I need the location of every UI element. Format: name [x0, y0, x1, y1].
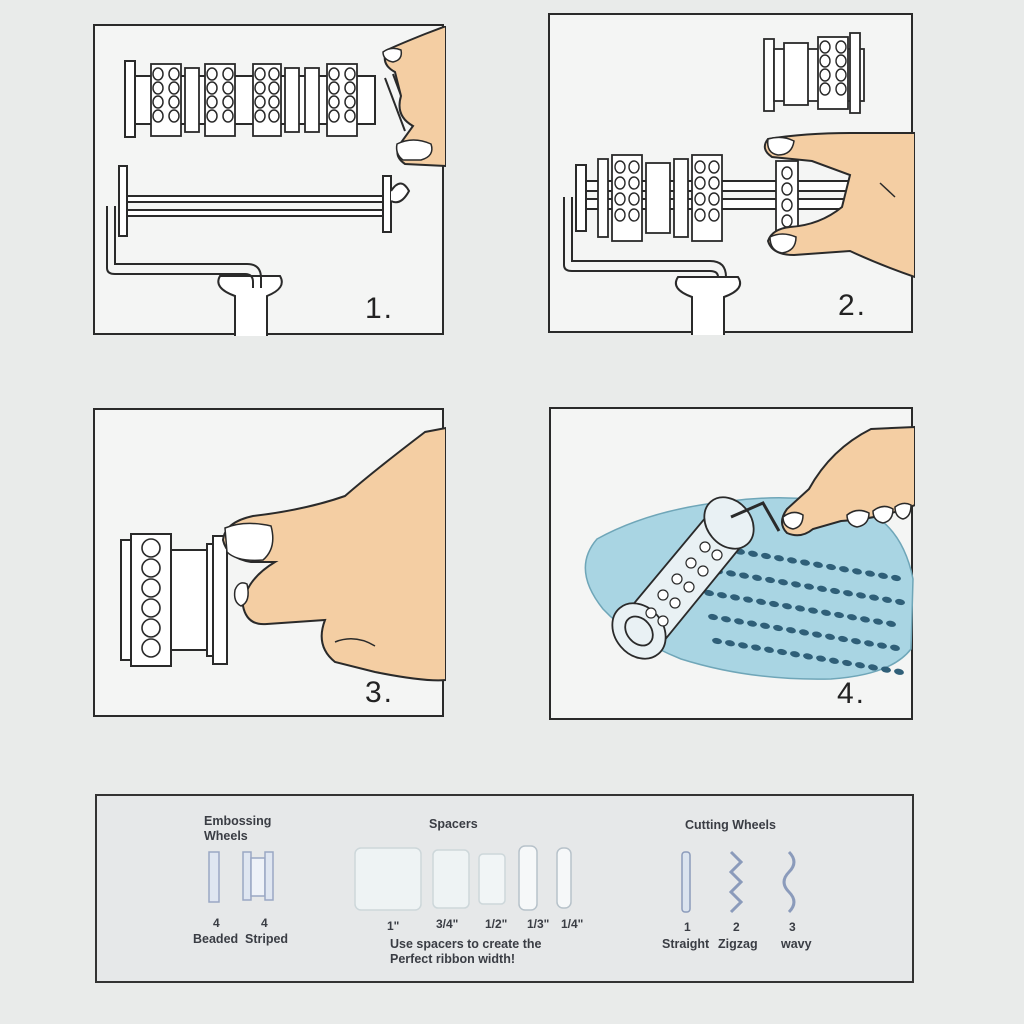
step-1-panel: 1. — [93, 24, 446, 336]
parts-illustrations — [208, 845, 796, 914]
striped-label: Striped — [245, 932, 289, 946]
step-3-illustration — [120, 426, 446, 682]
spacer-size-4: 1/3" — [527, 917, 550, 931]
spacer-1-2-inch-icon — [478, 853, 506, 905]
beaded-label: Beaded — [193, 932, 239, 946]
spacer-size-3: 1/2" — [485, 917, 508, 931]
spacer-1-inch-icon — [354, 847, 422, 911]
step-number: 3. — [365, 676, 395, 709]
wavy-count: 3 — [789, 920, 796, 934]
straight-label: Straight — [662, 937, 710, 951]
zigzag-cutter-icon — [728, 850, 744, 914]
zigzag-label: Zigzag — [718, 937, 758, 951]
step-2-panel: 2. — [548, 13, 915, 335]
wavy-label: wavy — [781, 937, 812, 951]
spacers-title: Spacers — [429, 817, 478, 831]
spacers-note-line1: Use spacers to create the — [390, 937, 542, 951]
beaded-count: 4 — [213, 916, 220, 930]
wavy-cutter-icon — [782, 850, 796, 914]
step-number: 2. — [838, 289, 868, 322]
step-4-illustration — [584, 425, 915, 680]
spacer-size-5: 1/4" — [561, 917, 584, 931]
spacer-size-2: 3/4" — [436, 917, 459, 931]
striped-wheel-icon — [242, 851, 274, 901]
cutting-title: Cutting Wheels — [685, 818, 776, 832]
beaded-wheel-icon — [208, 851, 220, 903]
straight-count: 1 — [684, 920, 691, 934]
step-number: 1. — [365, 292, 395, 325]
step-number: 4. — [837, 677, 867, 710]
embossing-title-line1: Embossing — [204, 814, 272, 828]
spacers-note-line2: Perfect ribbon width! — [390, 952, 515, 966]
step-4-panel: 4. — [549, 407, 915, 720]
step-3-panel: 3. — [93, 408, 446, 717]
embossing-title-line2: Wheels — [204, 829, 248, 843]
parts-legend: Embossing Wheels 4 4 Beaded Striped Spac… — [95, 794, 914, 983]
spacer-1-4-inch-icon — [556, 847, 572, 909]
step-1-illustration — [106, 26, 446, 336]
step-2-illustration — [563, 32, 915, 335]
zigzag-count: 2 — [733, 920, 740, 934]
spacer-1-3-inch-icon — [518, 845, 538, 911]
straight-cutter-icon — [681, 851, 691, 913]
spacer-size-1: 1" — [387, 919, 400, 933]
striped-count: 4 — [261, 916, 268, 930]
spacer-3-4-inch-icon — [432, 849, 470, 909]
